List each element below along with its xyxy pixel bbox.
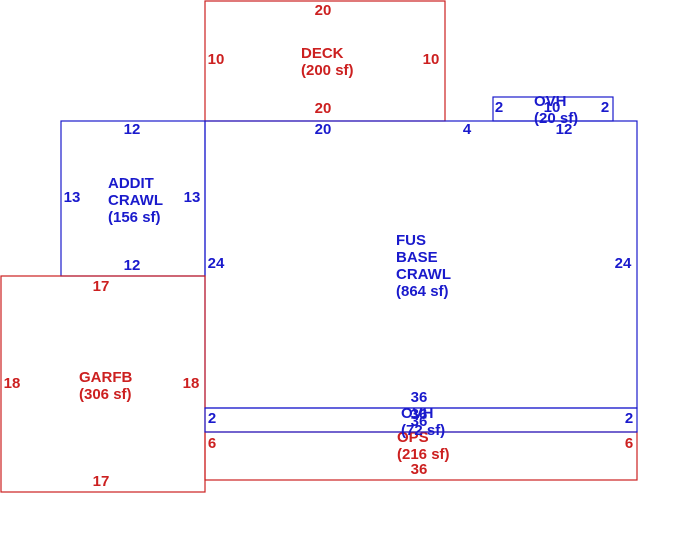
overhang-top-dim-left: 2 <box>495 99 503 116</box>
fus-base-crawl-area-label: (864 sf) <box>396 283 449 300</box>
garfb-dim-right: 18 <box>183 375 200 392</box>
ops-dim-left: 6 <box>208 435 216 452</box>
fus-base-crawl-area: 20 4 24 24 36 FUS BASE CRAWL (864 sf) <box>204 120 638 409</box>
fus-base-crawl-dim-top: 20 <box>315 121 332 138</box>
overhang-top-label: OVH <box>534 93 567 110</box>
addit-crawl-dim-left: 13 <box>64 189 81 206</box>
overhang-bottom-area-label: (72 sf) <box>401 422 445 439</box>
deck-area: 20 10 10 20 DECK (200 sf) <box>204 0 446 122</box>
deck-dim-right: 10 <box>423 51 440 68</box>
addit-crawl-dim-right: 13 <box>184 189 201 206</box>
ops-dim-right: 6 <box>625 435 633 452</box>
deck-dim-top: 20 <box>315 2 332 19</box>
ops-label: OPS <box>397 429 429 446</box>
overhang-top-dim-top: 10 <box>544 99 561 116</box>
garfb-area-label: (306 sf) <box>79 386 132 403</box>
overhang-top-dim-right: 2 <box>601 99 609 116</box>
overhang-bottom-dim-right: 2 <box>625 410 633 427</box>
fus-base-crawl-dim-bottom: 36 <box>411 389 428 406</box>
ops-area-label: (216 sf) <box>397 446 450 463</box>
overhang-bottom-outline <box>204 407 638 433</box>
overhang-top-area-label: (20 sf) <box>534 110 578 127</box>
overhang-bottom-label: OVH <box>401 405 434 422</box>
overhang-top-dim-bottom: 12 <box>556 121 573 138</box>
garfb-area: 17 18 18 17 GARFB (306 sf) <box>0 275 206 493</box>
addit-crawl-area: 12 13 13 12 ADDIT CRAWL (156 sf) <box>60 120 206 277</box>
fus-base-crawl-label-3: CRAWL <box>396 266 451 283</box>
addit-crawl-dim-bottom: 12 <box>124 257 141 274</box>
overhang-top-area: 2 2 10 12 OVH (20 sf) <box>492 93 614 138</box>
overhang-bottom-area: 2 2 36 36 OVH (72 sf) <box>204 405 638 439</box>
addit-crawl-area-label: (156 sf) <box>108 209 161 226</box>
addit-crawl-label-1: ADDIT <box>108 175 154 192</box>
overhang-bottom-dim-left: 2 <box>208 410 216 427</box>
fus-base-crawl-dim-left: 24 <box>208 255 225 272</box>
overhang-bottom-dim-bottom: 36 <box>411 413 428 430</box>
garfb-outline <box>0 275 206 493</box>
garfb-dim-bottom: 17 <box>93 473 110 490</box>
overhang-bottom-dim-top: 36 <box>411 406 428 423</box>
garfb-label: GARFB <box>79 369 132 386</box>
ops-area: 6 6 36 OPS (216 sf) <box>204 429 638 481</box>
fus-base-crawl-dim-right: 24 <box>615 255 632 272</box>
addit-crawl-dim-top: 12 <box>124 121 141 138</box>
deck-dim-left: 10 <box>208 51 225 68</box>
fus-base-crawl-dim-top-segment: 4 <box>463 121 472 138</box>
addit-crawl-label-2: CRAWL <box>108 192 163 209</box>
ops-dim-bottom: 36 <box>411 461 428 478</box>
fus-base-crawl-label-1: FUS <box>396 232 426 249</box>
deck-area-label: (200 sf) <box>301 62 354 79</box>
deck-label: DECK <box>301 45 344 62</box>
garfb-dim-top: 17 <box>93 278 110 295</box>
fus-base-crawl-label-2: BASE <box>396 249 438 266</box>
deck-dim-bottom: 20 <box>315 100 332 117</box>
garfb-dim-left: 18 <box>4 375 21 392</box>
